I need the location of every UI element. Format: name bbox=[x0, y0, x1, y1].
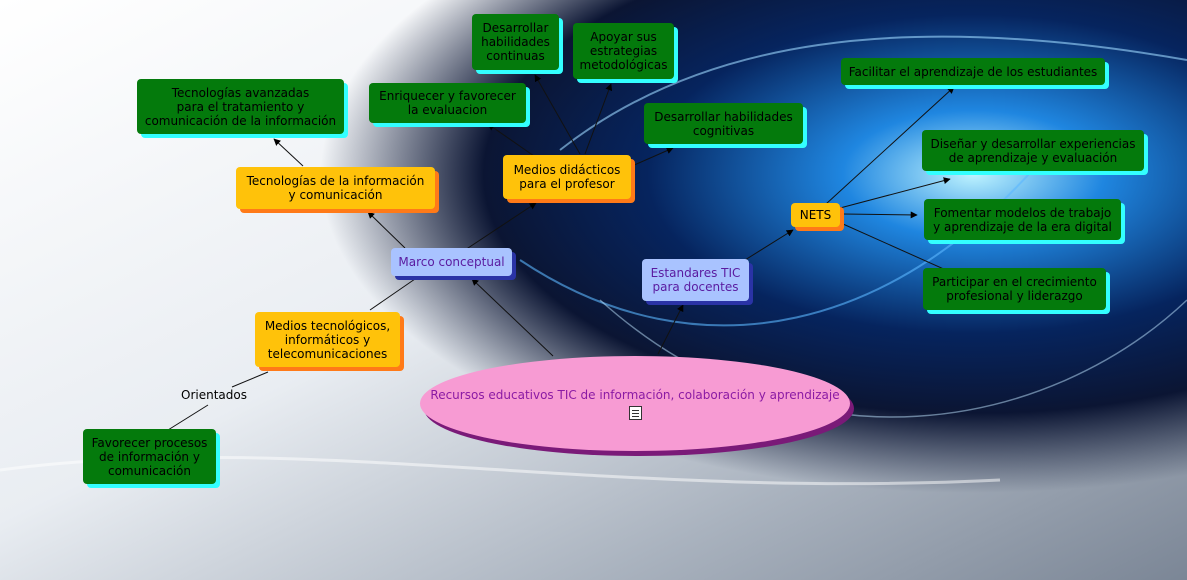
link-marco-tecnologicos bbox=[369, 278, 416, 311]
link-root-marco bbox=[471, 278, 554, 357]
link-marco-tic bbox=[367, 211, 406, 249]
disenar-node[interactable]: Diseñar y desarrollar experiencias de ap… bbox=[922, 130, 1144, 171]
marco-conceptual-node[interactable]: Marco conceptual bbox=[391, 248, 512, 276]
desarrollar-continuas-node[interactable]: Desarrollar habilidades continuas bbox=[472, 14, 559, 70]
link-marco-medios bbox=[464, 202, 537, 251]
favorecer-node[interactable]: Favorecer procesos de información y comu… bbox=[83, 429, 216, 484]
participar-node[interactable]: Participar en el crecimiento profesional… bbox=[923, 268, 1106, 310]
link-medios-enriquecer bbox=[487, 123, 535, 157]
link-nets-disenar bbox=[839, 177, 951, 209]
link-nets-facilitar bbox=[825, 86, 955, 205]
link-tecnologicos-orientados bbox=[231, 371, 269, 388]
medios-didacticos-node[interactable]: Medios didácticos para el profesor bbox=[503, 155, 631, 199]
link-medios-cognitivas bbox=[631, 147, 674, 167]
note-icon[interactable] bbox=[628, 405, 642, 420]
fomentar-node[interactable]: Fomentar modelos de trabajo y aprendizaj… bbox=[924, 199, 1121, 240]
link-tic-avanzadas bbox=[273, 138, 304, 167]
facilitar-node[interactable]: Facilitar el aprendizaje de los estudian… bbox=[841, 58, 1105, 85]
root-label: Recursos educativos TIC de información, … bbox=[430, 387, 840, 402]
enriquecer-node[interactable]: Enriquecer y favorecer la evaluacion bbox=[369, 83, 526, 123]
link-nets-fomentar bbox=[842, 211, 918, 219]
medios-tecnologicos-node[interactable]: Medios tecnológicos, informáticos y tele… bbox=[255, 312, 400, 367]
root-node[interactable]: Recursos educativos TIC de información, … bbox=[420, 356, 850, 451]
tic-node[interactable]: Tecnologías de la información y comunica… bbox=[236, 167, 435, 209]
link-medios-apoyar bbox=[584, 83, 613, 155]
link-root-estandares bbox=[657, 304, 684, 355]
nets-node[interactable]: NETS bbox=[791, 203, 840, 227]
desarrollar-cognitivas-node[interactable]: Desarrollar habilidades cognitivas bbox=[644, 103, 803, 144]
tic-avanzadas-node[interactable]: Tecnologías avanzadas para el tratamient… bbox=[137, 79, 344, 134]
link-orientados-favorecer bbox=[167, 404, 209, 431]
apoyar-node[interactable]: Apoyar sus estrategias metodológicas bbox=[573, 23, 674, 79]
estandares-node[interactable]: Estandares TIC para docentes bbox=[642, 259, 749, 301]
link-estandares-nets bbox=[744, 229, 794, 261]
orientados-label: Orientados bbox=[181, 388, 247, 402]
link-medios-continuas bbox=[534, 74, 581, 155]
